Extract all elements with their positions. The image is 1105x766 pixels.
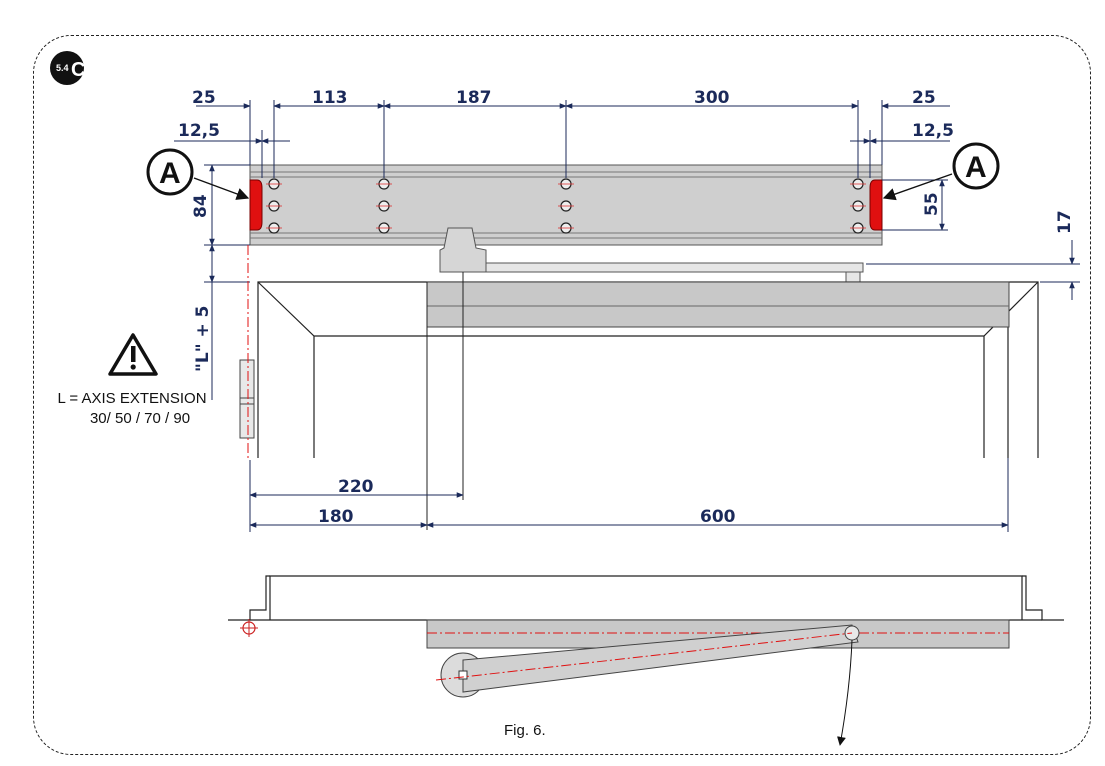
plan-hinge-pivot — [240, 619, 258, 637]
section-badge: 5.4 C — [50, 51, 85, 85]
dim-600: 600 — [700, 507, 736, 527]
closer-body — [426, 281, 1010, 328]
arm-bracket — [439, 227, 864, 283]
mounting-plate — [249, 164, 883, 246]
dim-55: 55 — [922, 192, 942, 216]
right-end-cap — [869, 179, 883, 231]
dim-220: 220 — [338, 477, 374, 497]
svg-text:C: C — [71, 59, 85, 81]
closer-arm — [435, 624, 860, 698]
callout-a-left: A — [146, 148, 250, 200]
bottom-dimension-lines — [249, 458, 1009, 532]
dim-300: 300 — [694, 88, 730, 108]
dim-12-5-left: 12,5 — [178, 121, 220, 141]
callout-a-right: A — [882, 142, 1000, 201]
plan-view-frame — [228, 575, 1064, 621]
svg-text:5.4: 5.4 — [56, 63, 69, 73]
dim-17: 17 — [1055, 210, 1075, 234]
swing-arrow — [837, 639, 853, 746]
dim-113: 113 — [312, 88, 348, 108]
warning-icon — [108, 333, 158, 376]
svg-text:A: A — [159, 157, 181, 190]
figure-caption: Fig. 6. — [504, 722, 546, 739]
dim-180: 180 — [318, 507, 354, 527]
dim-84: 84 — [191, 194, 211, 218]
dim-187: 187 — [456, 88, 492, 108]
dim-12-5-right: 12,5 — [912, 121, 954, 141]
note-line-2: 30/ 50 / 70 / 90 — [90, 410, 190, 427]
note-line-1: L = AXIS EXTENSION — [57, 390, 206, 407]
dim-l-plus-5: "L" + 5 — [193, 306, 213, 372]
dim-25-left: 25 — [192, 88, 216, 108]
left-end-cap — [249, 179, 263, 231]
dashed-frame — [33, 35, 1091, 755]
dim-25-right: 25 — [912, 88, 936, 108]
top-dimension-lines — [174, 100, 1080, 400]
hinge — [239, 359, 255, 439]
svg-text:A: A — [965, 151, 987, 184]
